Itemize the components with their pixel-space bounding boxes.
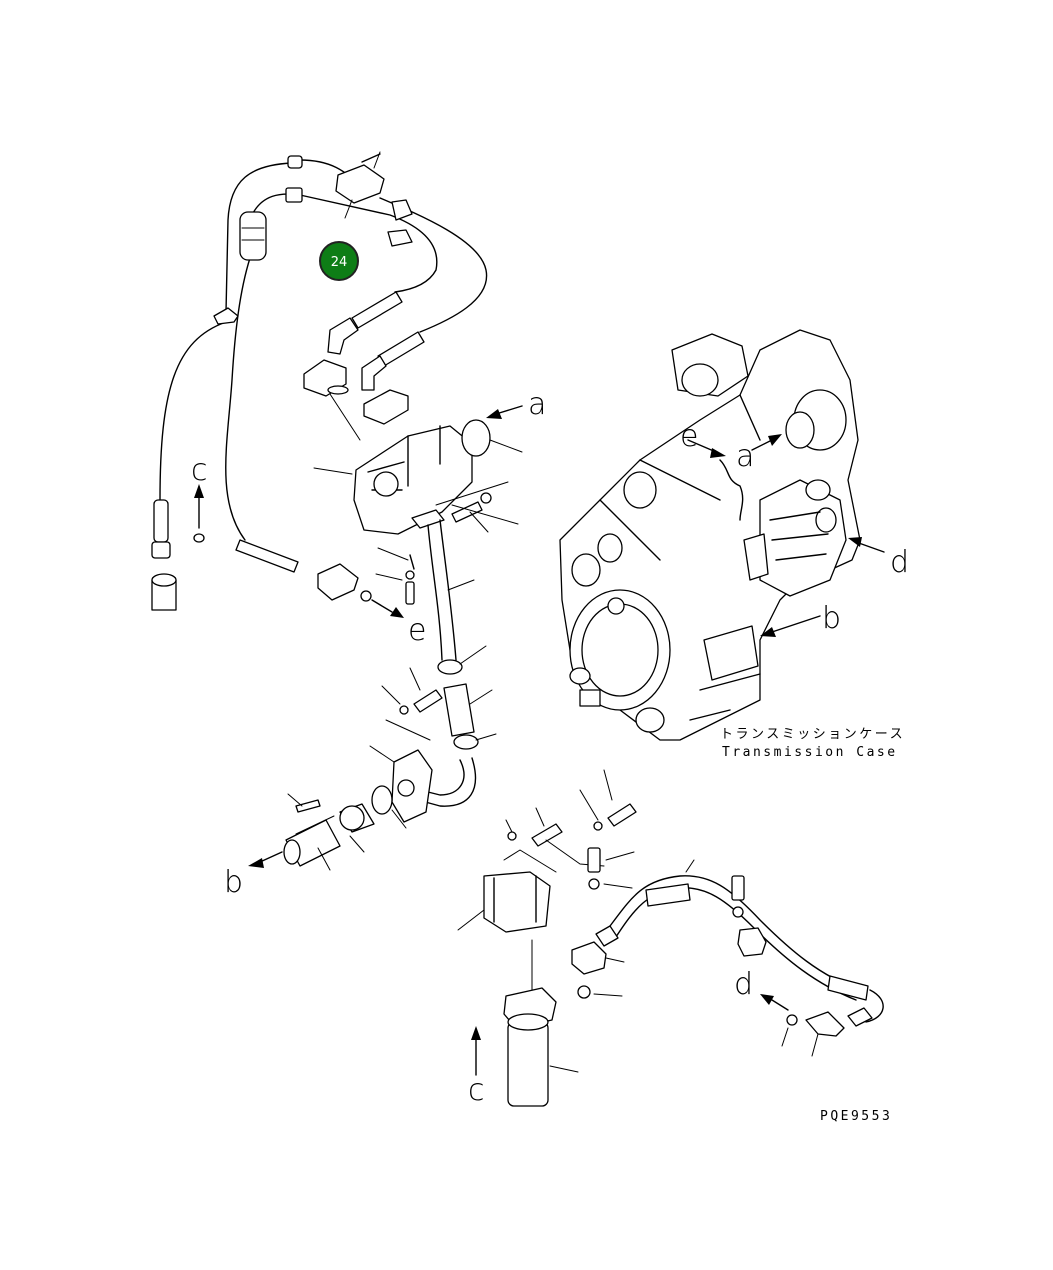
clamp-bolt bbox=[731, 875, 745, 901]
pump-bolt bbox=[451, 501, 483, 523]
lower-hose-braid bbox=[645, 883, 691, 907]
connection-labels: a a b b c c d d e e bbox=[191, 387, 909, 1108]
label-d-lower: d bbox=[734, 967, 753, 1002]
transmission-case[interactable] bbox=[559, 329, 861, 741]
filter-sensor[interactable] bbox=[571, 941, 607, 975]
hose-clamp-right-1 bbox=[391, 199, 413, 221]
pump-assembly bbox=[303, 359, 523, 535]
bracket-bolt-1 bbox=[531, 823, 563, 847]
pump-washer bbox=[480, 492, 492, 504]
fitting-washer bbox=[399, 705, 409, 715]
tube-flange bbox=[411, 509, 445, 529]
hose-clamp-lower bbox=[453, 734, 479, 750]
case-label-japanese: トランスミッションケース bbox=[720, 727, 905, 742]
bracket-bolt-3 bbox=[587, 847, 601, 873]
hose-braid-lower bbox=[235, 539, 299, 573]
drawing-number: PQE9553 bbox=[820, 1109, 892, 1124]
sensor-o-ring bbox=[577, 985, 591, 999]
label-a-upper: a bbox=[528, 387, 546, 422]
lower-hose-end-left bbox=[595, 925, 619, 947]
hose-braid-1 bbox=[351, 291, 403, 329]
label-b-left: b bbox=[224, 865, 243, 900]
hose-clamp-lower-right bbox=[737, 927, 767, 957]
connector-fitting-right bbox=[363, 389, 409, 425]
callout-badge[interactable]: 24 bbox=[319, 241, 359, 281]
hose-clamp-right-2 bbox=[387, 229, 413, 247]
bracket-bolt-2 bbox=[607, 803, 637, 827]
bracket-washer-3 bbox=[588, 878, 600, 890]
elbow-fitting-1 bbox=[327, 317, 359, 355]
hose-fitting-top bbox=[287, 155, 303, 169]
elbow-o-ring bbox=[786, 1014, 798, 1026]
label-d-case: d bbox=[890, 545, 909, 580]
arrow-d-case bbox=[848, 537, 862, 547]
block-o-ring bbox=[371, 785, 393, 815]
fitting-bolt bbox=[413, 689, 443, 713]
hose-clamp-top bbox=[285, 187, 303, 203]
flange-washer bbox=[405, 570, 415, 580]
pump-o-ring bbox=[461, 419, 491, 457]
hose-clamp-upper-left bbox=[213, 307, 239, 325]
upper-hose-assembly bbox=[159, 151, 488, 541]
o-ring-c bbox=[193, 533, 205, 543]
case-label-english: Transmission Case bbox=[722, 745, 898, 760]
bracket-washer-2 bbox=[593, 821, 603, 831]
sensor-upper bbox=[335, 164, 385, 204]
filter-assembly bbox=[457, 769, 884, 1107]
clamp-washer bbox=[732, 906, 744, 918]
arrow-a-upper bbox=[486, 409, 502, 419]
left-sensor-group bbox=[151, 484, 404, 618]
strainer-pin bbox=[295, 799, 321, 813]
hose-end-cylinder bbox=[239, 211, 267, 261]
arrow-a-case bbox=[768, 434, 782, 446]
filter-bracket[interactable] bbox=[483, 871, 551, 933]
elbow-fitting-2 bbox=[361, 355, 387, 391]
sensor-hose-end bbox=[153, 499, 169, 543]
o-ring-e bbox=[360, 590, 372, 602]
label-e-upper: e bbox=[408, 613, 426, 648]
rubber-hose bbox=[443, 683, 475, 737]
callout-number: 24 bbox=[331, 255, 348, 270]
arrow-c-upper bbox=[194, 484, 204, 498]
arrow-c-lower bbox=[471, 1026, 481, 1040]
hose-nut-lower bbox=[847, 1007, 873, 1027]
lower-hose-end-right bbox=[827, 975, 869, 1001]
hose-clamp-upper bbox=[437, 659, 463, 675]
elbow-fitting-lower[interactable] bbox=[805, 1011, 845, 1037]
arrow-d-lower bbox=[760, 994, 774, 1005]
oil-filter-cartridge[interactable] bbox=[507, 1021, 549, 1107]
sensor-lower[interactable] bbox=[317, 563, 359, 601]
arrow-e-upper bbox=[390, 607, 404, 618]
case-arrows bbox=[486, 405, 885, 637]
arrow-b-case bbox=[760, 627, 776, 637]
label-b-case: b bbox=[822, 601, 841, 636]
suction-tube-group bbox=[248, 509, 497, 871]
oil-pump[interactable] bbox=[353, 425, 473, 535]
bracket-washer-1 bbox=[507, 831, 517, 841]
label-c-lower: c bbox=[468, 1073, 485, 1108]
hose-braid-2 bbox=[377, 331, 425, 367]
arrow-b-left bbox=[248, 858, 264, 868]
label-c-upper: c bbox=[191, 453, 208, 488]
flange-bolt bbox=[405, 581, 415, 605]
case-caption: トランスミッションケース Transmission Case bbox=[720, 727, 905, 760]
label-a-case: a bbox=[736, 439, 754, 474]
label-e-case: e bbox=[680, 419, 698, 454]
arrow-e-case bbox=[710, 448, 726, 458]
